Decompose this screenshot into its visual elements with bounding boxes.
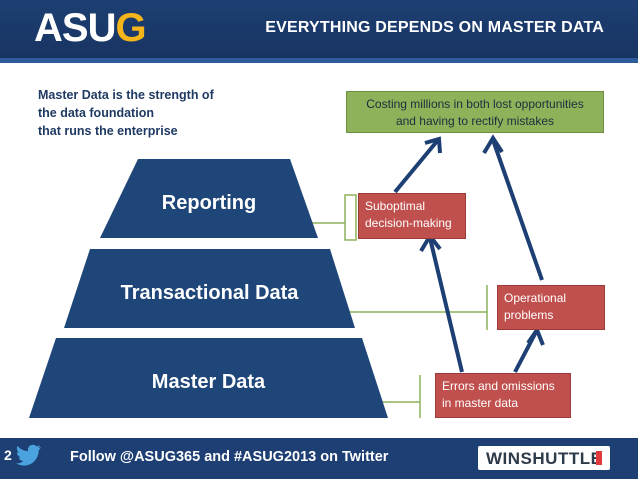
intro-text: Master Data is the strength of the data … xyxy=(38,86,268,140)
errors-line-2: in master data xyxy=(442,396,519,410)
operational-box: Operational problems xyxy=(497,285,605,330)
winshuttle-mark-icon xyxy=(596,451,602,465)
layer-reporting: Reporting xyxy=(161,192,257,214)
cost-line-1: Costing millions in both lost opportunit… xyxy=(366,97,584,111)
layer-master-data: Master Data xyxy=(151,371,266,393)
errors-line-1: Errors and omissions xyxy=(442,379,555,393)
page-number: 2 xyxy=(4,447,12,463)
intro-line-1: Master Data is the strength of xyxy=(38,88,214,102)
header-bar xyxy=(0,0,638,58)
pyramid-middle xyxy=(64,249,355,328)
twitter-bird-icon[interactable] xyxy=(16,444,42,466)
arrowhead-3 xyxy=(526,325,545,346)
arrowhead-4 xyxy=(482,134,504,155)
header-stripe xyxy=(0,58,638,63)
pyramid-top xyxy=(100,159,318,238)
winshuttle-wordmark: WINSHUTTLE xyxy=(486,449,603,468)
cost-line-2: and having to rectify mistakes xyxy=(395,114,555,128)
footer-follow-text: Follow @ASUG365 and #ASUG2013 on Twitter xyxy=(70,449,389,465)
cost-box: Costing millions in both lost opportunit… xyxy=(346,91,604,133)
pyramid-bottom xyxy=(29,338,388,418)
intro-line-2: the data foundation xyxy=(38,106,154,120)
suboptimal-line-1: Suboptimal xyxy=(365,199,426,213)
slide-title: EVERYTHING DEPENDS ON MASTER DATA xyxy=(265,19,604,36)
operational-line-2: problems xyxy=(504,308,554,322)
suboptimal-box: Suboptimal decision-making xyxy=(358,193,466,239)
operational-line-1: Operational xyxy=(504,291,567,305)
intro-line-3: that runs the enterprise xyxy=(38,124,178,138)
errors-box: Errors and omissions in master data xyxy=(435,373,571,418)
layer-transactional: Transactional Data xyxy=(120,282,299,304)
asug-logo: ASUG xyxy=(34,6,147,50)
suboptimal-line-2: decision-making xyxy=(365,216,452,230)
arrow-operational-to-cost xyxy=(491,139,544,281)
arrow-suboptimal-to-cost xyxy=(393,138,440,194)
connector-reporting xyxy=(310,194,357,241)
arrowhead-2 xyxy=(424,136,442,154)
winshuttle-logo: WINSHUTTLE xyxy=(478,446,610,470)
arrow-errors-to-suboptimal xyxy=(428,237,464,373)
